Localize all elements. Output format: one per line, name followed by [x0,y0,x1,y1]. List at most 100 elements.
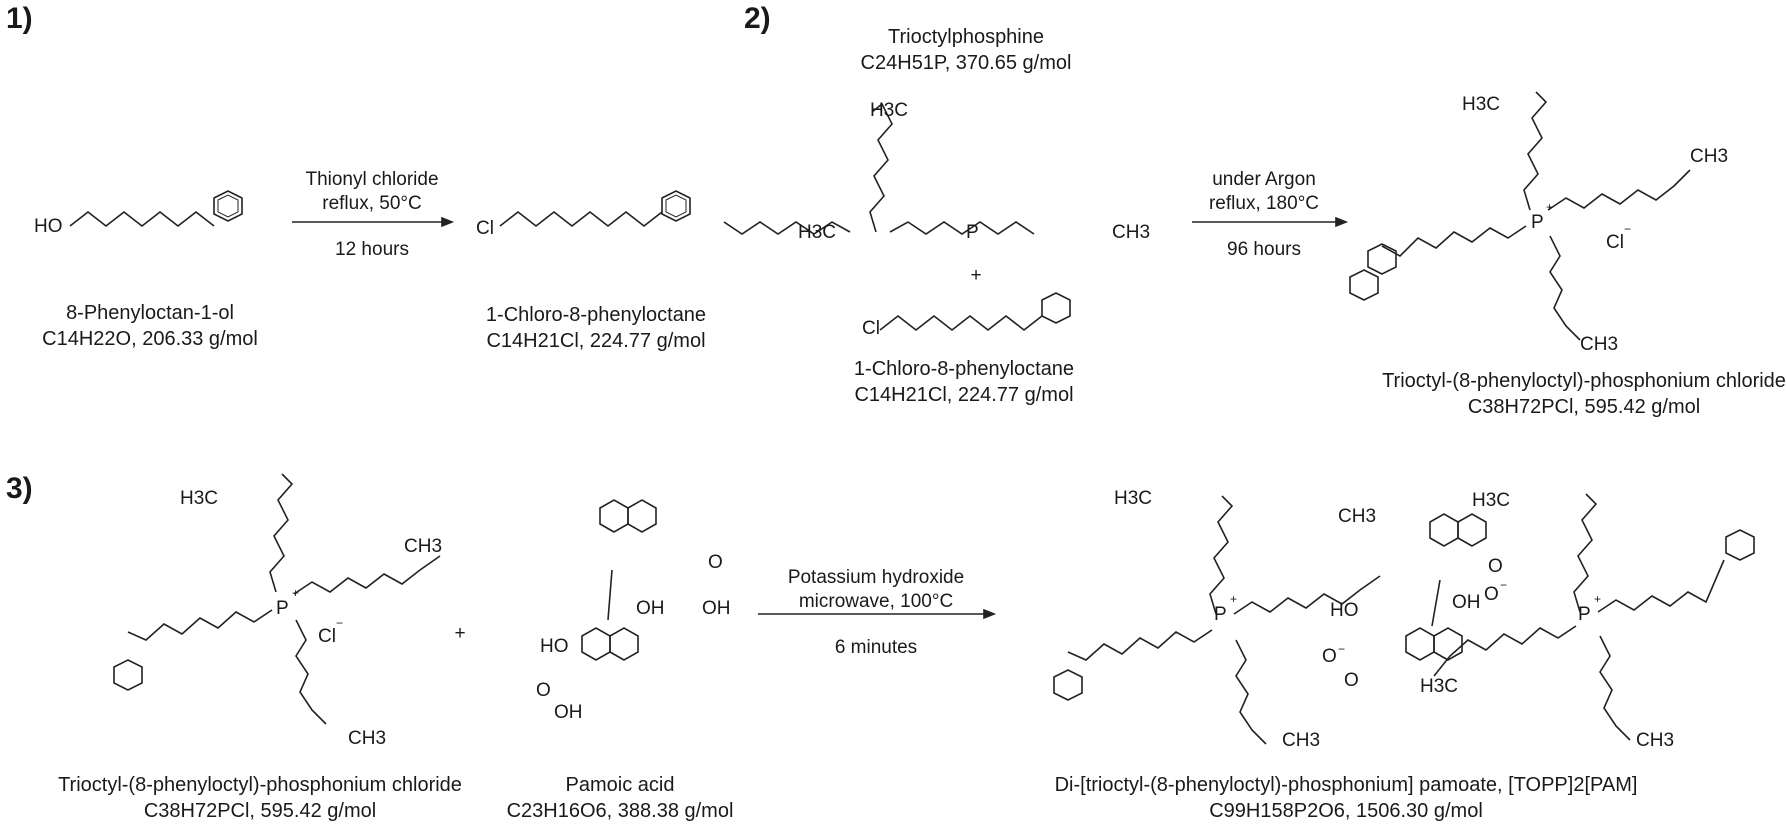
phenyl-ring-bond [213,190,243,222]
negative-charge: − [1500,578,1508,592]
step-number-1: 1) [6,2,33,35]
arrowhead-3 [983,608,997,620]
tpp3-chain-up [269,473,294,593]
r2-reactant2-formula: C14H21Cl, 224.77 g/mol [854,384,1074,406]
negative-charge: − [336,616,344,630]
r2-reactant1-formula: C24H51P, 370.65 g/mol [860,52,1072,74]
methyl-label: CH3 [1338,506,1377,527]
arrowhead-2 [1335,216,1349,228]
step-number-3: 3) [6,472,33,505]
tof-chain-right [889,221,1035,235]
phosphorus-label: P [966,222,979,243]
p3-chain-up [1209,495,1234,615]
methyl-label: H3C [1462,94,1501,115]
methyl-label: H3C [870,100,909,121]
p3-chain-upright [1233,575,1381,615]
positive-charge: + [1594,592,1602,606]
r3-reactant1-name: Trioctyl-(8-phenyloctyl)-phosphonium chl… [58,774,462,796]
methyl-label: CH3 [404,536,443,557]
hydroxyl-label: OH [702,598,731,619]
phenyl-ring-inner [665,194,687,218]
methyl-label: CH3 [348,728,387,749]
r3-condition-time: 6 minutes [834,637,918,658]
r1-condition-time: 12 hours [335,239,409,260]
methyl-label: CH3 [1112,222,1151,243]
plus-sign: + [454,623,466,644]
phenyl-ring-bond [1725,529,1755,561]
naphthalene-ring-b [627,499,657,533]
pamoate-ring-a [1429,513,1459,547]
r3-product-name: Di-[trioctyl-(8-phenyloctyl)-phosphonium… [1054,774,1638,796]
hydroxyl-label: OH [636,598,665,619]
methyl-label: CH3 [1580,334,1619,355]
phenyl-ring-bond [1349,269,1379,301]
phenyl-ring-bond [113,659,143,691]
methyl-label: CH3 [1690,146,1729,167]
naphthalene-ring-c [581,627,611,661]
r3-reactant1-formula: C38H72PCl, 595.42 g/mol [143,800,377,822]
hydroxyl-label: HO [34,216,63,237]
phenyl-ring-bond [1367,243,1397,275]
negative-charge: − [1338,642,1346,656]
naphthalene-ring-d [609,627,639,661]
hydroxyl-label: HO [1330,600,1359,621]
phosphorus-label: P [276,598,289,619]
chlorine-label: Cl [476,218,494,239]
plus-sign: + [970,265,982,286]
methylene-bridge [1431,579,1441,627]
r1-reactant-formula: C14H22O, 206.33 g/mol [42,328,258,350]
methyl-label: CH3 [1636,730,1675,751]
positive-charge: + [292,586,300,600]
phenyl-ring-inner [217,194,239,218]
r2-reactant1-name: Trioctylphosphine [887,26,1045,48]
negative-charge: − [1624,222,1632,236]
phosphorus-label: P [1578,604,1591,625]
r2-product-name: Trioctyl-(8-phenyloctyl)-phosphonium chl… [1382,370,1786,392]
r2-condition-time: 96 hours [1227,239,1301,260]
r2-condition-temp: reflux, 180°C [1208,193,1320,214]
r3-product-formula: C99H158P2O6, 1506.30 g/mol [1209,800,1483,822]
tpp3-chain-left [127,609,273,641]
oxygen-label: O [1484,584,1499,605]
phosphorus-label: P [1531,212,1544,233]
step-number-2: 2) [744,2,771,35]
chlorine-label: Cl [862,318,880,339]
chloro-chain-bond [879,314,1043,332]
oxygen-label: O [1322,646,1337,667]
p3-chain-left [1067,629,1213,661]
tpp3-chain-down [295,619,327,725]
tpp-chain-left [1381,225,1527,257]
hydroxyl-label: HO [540,636,569,657]
tpp-chain-upright [1547,169,1691,211]
positive-charge: + [1230,592,1238,606]
r2-reactant2-name: 1-Chloro-8-phenyloctane [853,358,1075,380]
methyl-label: H3C [798,222,837,243]
chloride-label: Cl [318,626,336,647]
r1-condition-reagent: Thionyl chloride [305,169,439,190]
r3-reactant2-name: Pamoic acid [565,774,675,796]
r2-condition-atmosphere: under Argon [1212,169,1316,190]
p3b-chain-left [1433,625,1577,677]
tpp-chain-up [1523,91,1548,211]
oxygen-label: O [536,680,551,701]
hydroxyl-label: OH [554,702,583,723]
hydroxyl-label: OH [1452,592,1481,613]
p3b-chain-up [1573,493,1598,613]
r2-product-formula: C38H72PCl, 595.42 g/mol [1467,396,1701,418]
pamoate-ring-d [1433,627,1463,661]
r3-reactant2-formula: C23H16O6, 388.38 g/mol [506,800,734,822]
arrowhead-1 [441,216,455,228]
tpp-chain-down [1549,235,1581,341]
p3b-chain-down [1599,635,1631,741]
phosphorus-label: P [1214,604,1227,625]
oxygen-label: O [1488,556,1503,577]
phenyl-ring-bond [661,190,691,222]
methyl-label: CH3 [1282,730,1321,751]
r1-condition-temp: reflux, 50°C [322,193,422,214]
oxygen-label: O [1344,670,1359,691]
pamoate-ring-b [1457,513,1487,547]
chloride-label: Cl [1606,232,1624,253]
tof-chain-up [869,102,893,233]
methyl-label: H3C [1472,490,1511,511]
